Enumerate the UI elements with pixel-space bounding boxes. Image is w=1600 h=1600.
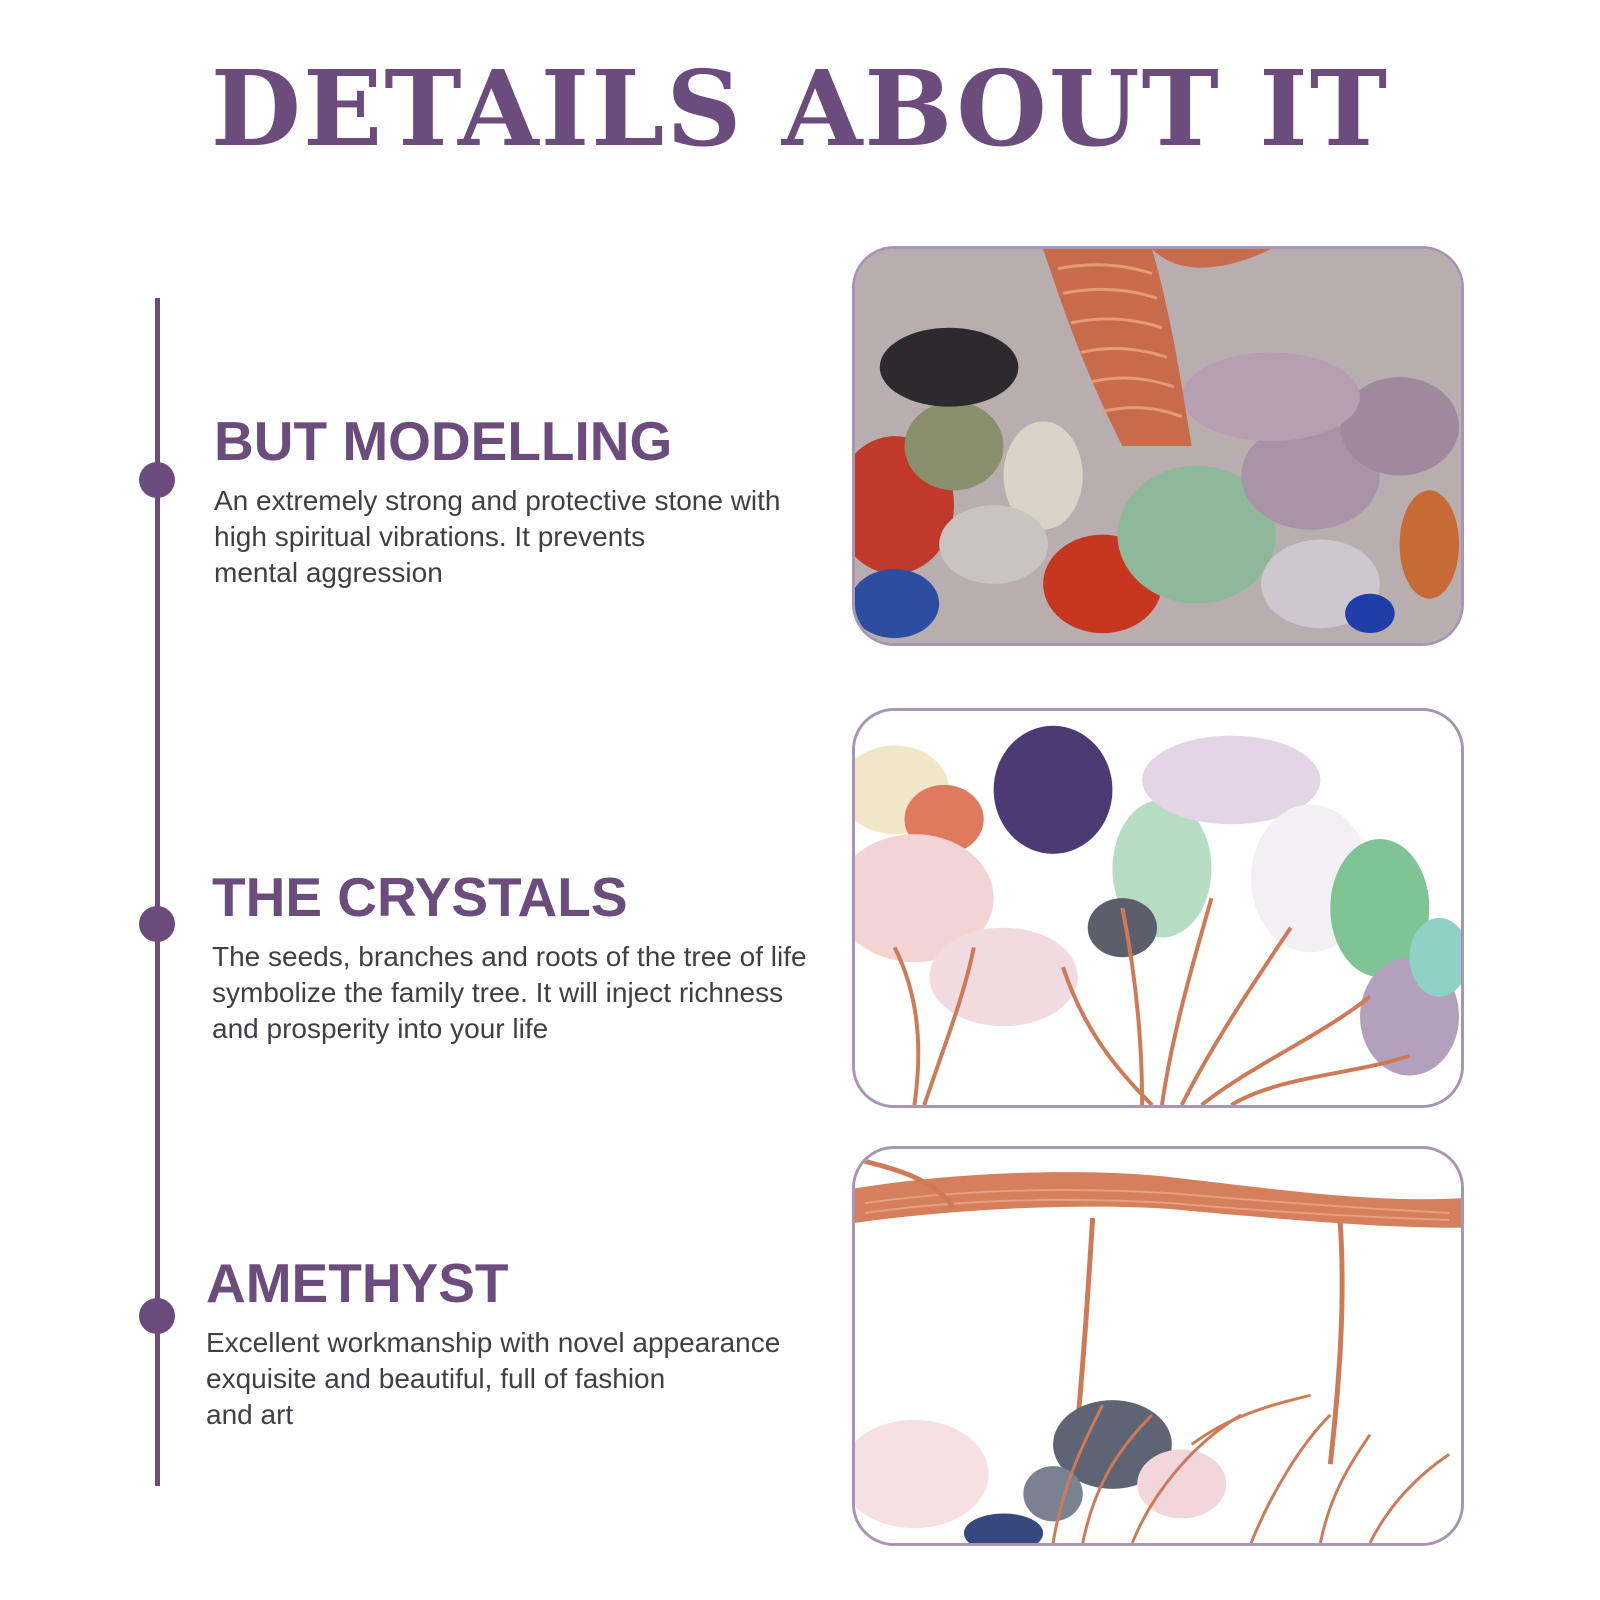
timeline-line (155, 298, 160, 1486)
timeline-dot-1 (139, 462, 175, 498)
feature-heading: BUT MODELLING (214, 410, 673, 472)
page-title: DETAILS ABOUT IT (210, 47, 1390, 170)
feature-amethyst: AMETHYST Excellent workmanship with nove… (206, 1256, 836, 1433)
feature-description: An extremely strong and protective stone… (214, 485, 781, 588)
feature-but-modelling: BUT MODELLING An extremely strong and pr… (214, 414, 844, 591)
feature-heading: THE CRYSTALS (212, 866, 628, 928)
photo-crystal-chips-closeup (852, 246, 1464, 646)
timeline-dot-3 (139, 1298, 175, 1334)
feature-the-crystals: THE CRYSTALS The seeds, branches and roo… (212, 870, 842, 1047)
photo-crystal-branches (852, 708, 1464, 1108)
feature-heading: AMETHYST (206, 1252, 509, 1314)
timeline-dot-2 (139, 906, 175, 942)
feature-description: The seeds, branches and roots of the tre… (212, 941, 807, 1044)
photo-copper-wire-roots (852, 1146, 1464, 1546)
feature-description: Excellent workmanship with novel appeara… (206, 1327, 781, 1430)
